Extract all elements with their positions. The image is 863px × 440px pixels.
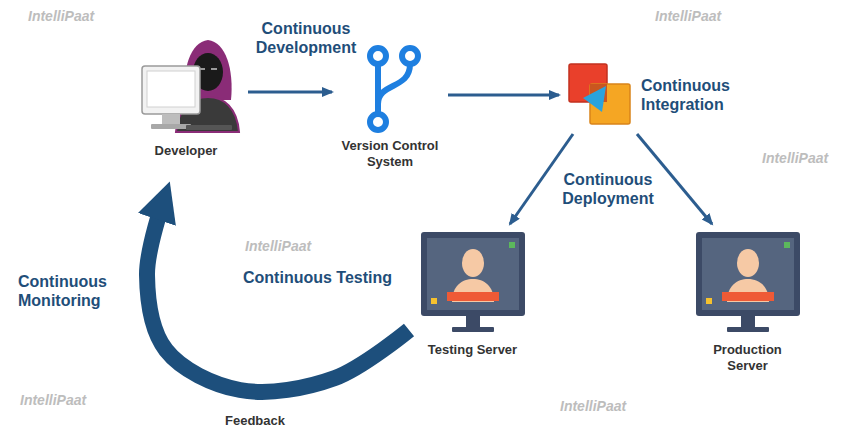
integration-node: Continuous Integration (565, 62, 757, 128)
testing-server-monitor (421, 232, 525, 332)
integration-icon (569, 64, 630, 124)
stage-label: Continuous Monitoring (18, 272, 130, 310)
deploy-arrow (510, 134, 573, 224)
node-label: Production Server (694, 342, 801, 373)
watermark: IntelliPaat (28, 8, 94, 25)
edge-label: Continuous Development (250, 18, 362, 58)
node-label: Version Control System (340, 138, 440, 169)
developer-illustration (142, 40, 239, 132)
stage-label: Continuous Testing (243, 268, 392, 287)
monitor-stand (162, 114, 180, 124)
watermark: IntelliPaat (560, 398, 626, 415)
production-server-monitor (696, 232, 800, 332)
developer-screen (147, 71, 195, 107)
edge-label: Feedback (215, 412, 295, 430)
watermark: IntelliPaat (20, 392, 86, 409)
flow-arrow (248, 91, 332, 94)
watermark: IntelliPaat (655, 8, 721, 25)
testing-server-node: Testing Server (415, 230, 530, 360)
git-branch-icon (370, 48, 418, 130)
version-control-node: Version Control System (338, 42, 442, 171)
production-server-node: Production Server (690, 230, 805, 375)
developer-monitor (142, 66, 200, 114)
monitor-base (151, 124, 191, 129)
node-label: Continuous Integration (641, 76, 755, 114)
node-label: Developer (132, 143, 240, 159)
watermark: IntelliPaat (762, 150, 828, 167)
developer-eye (211, 68, 217, 70)
keyboard (186, 125, 232, 130)
watermark: IntelliPaat (245, 238, 311, 255)
node-label: Testing Server (417, 342, 528, 358)
feedback-arrow (147, 199, 409, 392)
flow-arrow (448, 94, 559, 97)
stage-label: Continuous Deployment (555, 170, 661, 208)
developer-node: Developer (130, 38, 242, 161)
